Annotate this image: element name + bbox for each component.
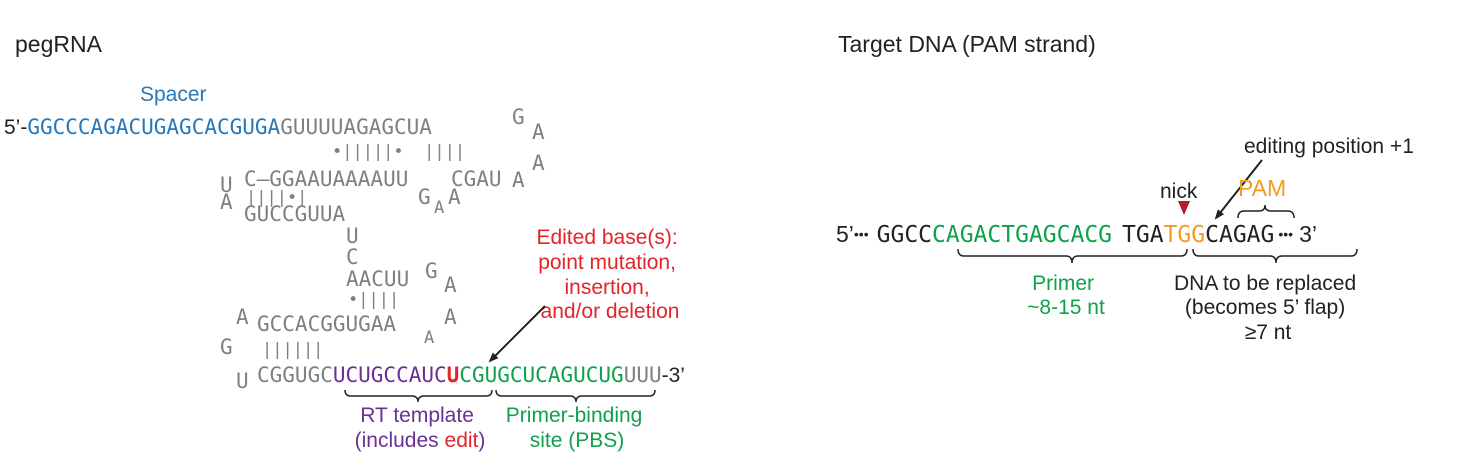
dna-five-prime: 5’: [836, 221, 854, 247]
pegrna-title: pegRNA: [15, 31, 103, 57]
target-dna-panel: Target DNA (PAM strand) editing position…: [836, 31, 1414, 344]
loop4-a: A: [236, 305, 249, 329]
dna-right-dots: •••: [1278, 226, 1293, 242]
edited-label-line3: insertion,: [564, 276, 649, 299]
linker-u: U: [346, 224, 359, 248]
loop2-g: G: [418, 185, 431, 209]
scaffold-row1: GUUUUAGAGCUA: [280, 115, 432, 139]
five-prime-label: 5’-: [4, 116, 27, 139]
primer-label: Primer ~8-15 nt: [1027, 272, 1105, 319]
pbs-brace: [495, 389, 656, 403]
dna-seq-black2: TGA: [1122, 222, 1164, 248]
pam-brace: [1237, 204, 1295, 219]
edited-base-label: Edited base(s): point mutation, insertio…: [536, 226, 683, 323]
loop4-a-right: A: [424, 328, 434, 348]
editing-position-arrow: [1214, 159, 1263, 220]
pbs-label-line1: Primer-binding: [506, 404, 643, 427]
stem-row3-left: C–GGAAUAAAAUU: [244, 167, 408, 191]
edited-base: U: [447, 363, 460, 387]
dna-seq-pam: TGG: [1164, 222, 1206, 248]
pairing-row11: ||||||: [262, 340, 323, 360]
loop3-a1: A: [444, 273, 457, 297]
edited-label-line1: Edited base(s):: [536, 226, 677, 249]
replaced-dna-brace: [1192, 248, 1358, 264]
dna-three-prime: 3’: [1299, 221, 1317, 247]
dna-seq-primer: CAGACTGAGCACG: [932, 222, 1112, 248]
replaced-label-line3: ≥7 nt: [1245, 321, 1292, 344]
loop2-a2: A: [448, 185, 461, 209]
stem-row3-right: CGAU: [451, 167, 502, 191]
edited-label-line2: point mutation,: [538, 251, 676, 274]
stem-row8: AACUU: [346, 267, 409, 291]
spacer-sequence: GGCCCAGACUGAGCACGUGA: [27, 115, 280, 139]
rt-label-close: ): [478, 429, 485, 452]
pegrna-panel: pegRNA Spacer 5’-GGCCCAGACUGAGCACGUGAGUU…: [4, 31, 685, 452]
edited-base-arrow: [488, 305, 546, 363]
pairing-row1: •|||||• ||||: [332, 142, 465, 162]
spacer-label: Spacer: [140, 83, 207, 106]
loop1-a2: A: [532, 151, 545, 175]
loop3-a2: A: [444, 305, 457, 329]
rt-template-seq: UCUGCCAUC: [333, 363, 447, 387]
three-prime-label: -3’: [662, 364, 685, 387]
dna-seq-black3: CAGAG: [1205, 222, 1274, 248]
spacer-line: 5’-GGCCCAGACUGAGCACGUGAGUUUUAGAGCUA: [4, 115, 432, 139]
nick-marker: [1178, 201, 1190, 215]
pbs-label-line2: site (PBS): [530, 429, 625, 452]
loop4-u: U: [236, 369, 249, 393]
rt-template-brace: [344, 389, 493, 403]
rt-template-label: RT template (includes edit): [355, 404, 486, 452]
stem-row5: GUCCGUUA: [244, 202, 346, 226]
bulge-a: A: [220, 190, 233, 214]
primer-label-line1: Primer: [1032, 272, 1094, 295]
extension-line: CGGUGCUCUGCCAUCUCGUGCUCAGUCUGUUU-3’: [257, 363, 685, 387]
stem-row12: CGGUGC: [257, 363, 333, 387]
rt-label-line2: (includes edit): [355, 429, 486, 452]
linker-c: C: [346, 245, 359, 269]
rt-label-line1: RT template: [360, 404, 474, 427]
replaced-label-line1: DNA to be replaced: [1174, 272, 1356, 295]
replaced-dna-label: DNA to be replaced (becomes 5’ flap) ≥7 …: [1174, 272, 1362, 344]
rt-label-edit: edit: [445, 429, 479, 452]
loop2-a1: A: [434, 198, 444, 218]
pbs-label: Primer-binding site (PBS): [506, 404, 648, 452]
editing-position-label: editing position +1: [1244, 135, 1414, 158]
loop1-a3: A: [512, 168, 525, 192]
loop3-g: G: [425, 259, 438, 283]
primer-label-line2: ~8-15 nt: [1027, 296, 1105, 319]
pam-label: PAM: [1238, 175, 1286, 201]
dna-left-dots: •••: [854, 226, 869, 242]
primer-brace: [957, 248, 1188, 264]
edited-label-line4: and/or deletion: [541, 300, 680, 323]
rt-label-open: (includes: [355, 429, 439, 452]
pairing-row9: •||||: [348, 290, 399, 310]
pairing-row4: ||||•|: [246, 188, 307, 208]
target-title: Target DNA (PAM strand): [838, 31, 1096, 57]
nick-label: nick: [1160, 180, 1198, 203]
poly-u-tail: UUU: [624, 363, 662, 387]
pbs-seq: CGUGCUCAGUCUG: [459, 363, 623, 387]
loop1-a1: A: [532, 120, 545, 144]
replaced-label-line2: (becomes 5’ flap): [1185, 296, 1345, 319]
bulge-u: U: [220, 173, 233, 197]
loop4-g: G: [220, 335, 233, 359]
loop1-g: G: [512, 105, 525, 129]
dna-seq-black1: GGCC: [877, 222, 932, 248]
stem-row10: GCCACGGUGAA: [257, 312, 396, 336]
